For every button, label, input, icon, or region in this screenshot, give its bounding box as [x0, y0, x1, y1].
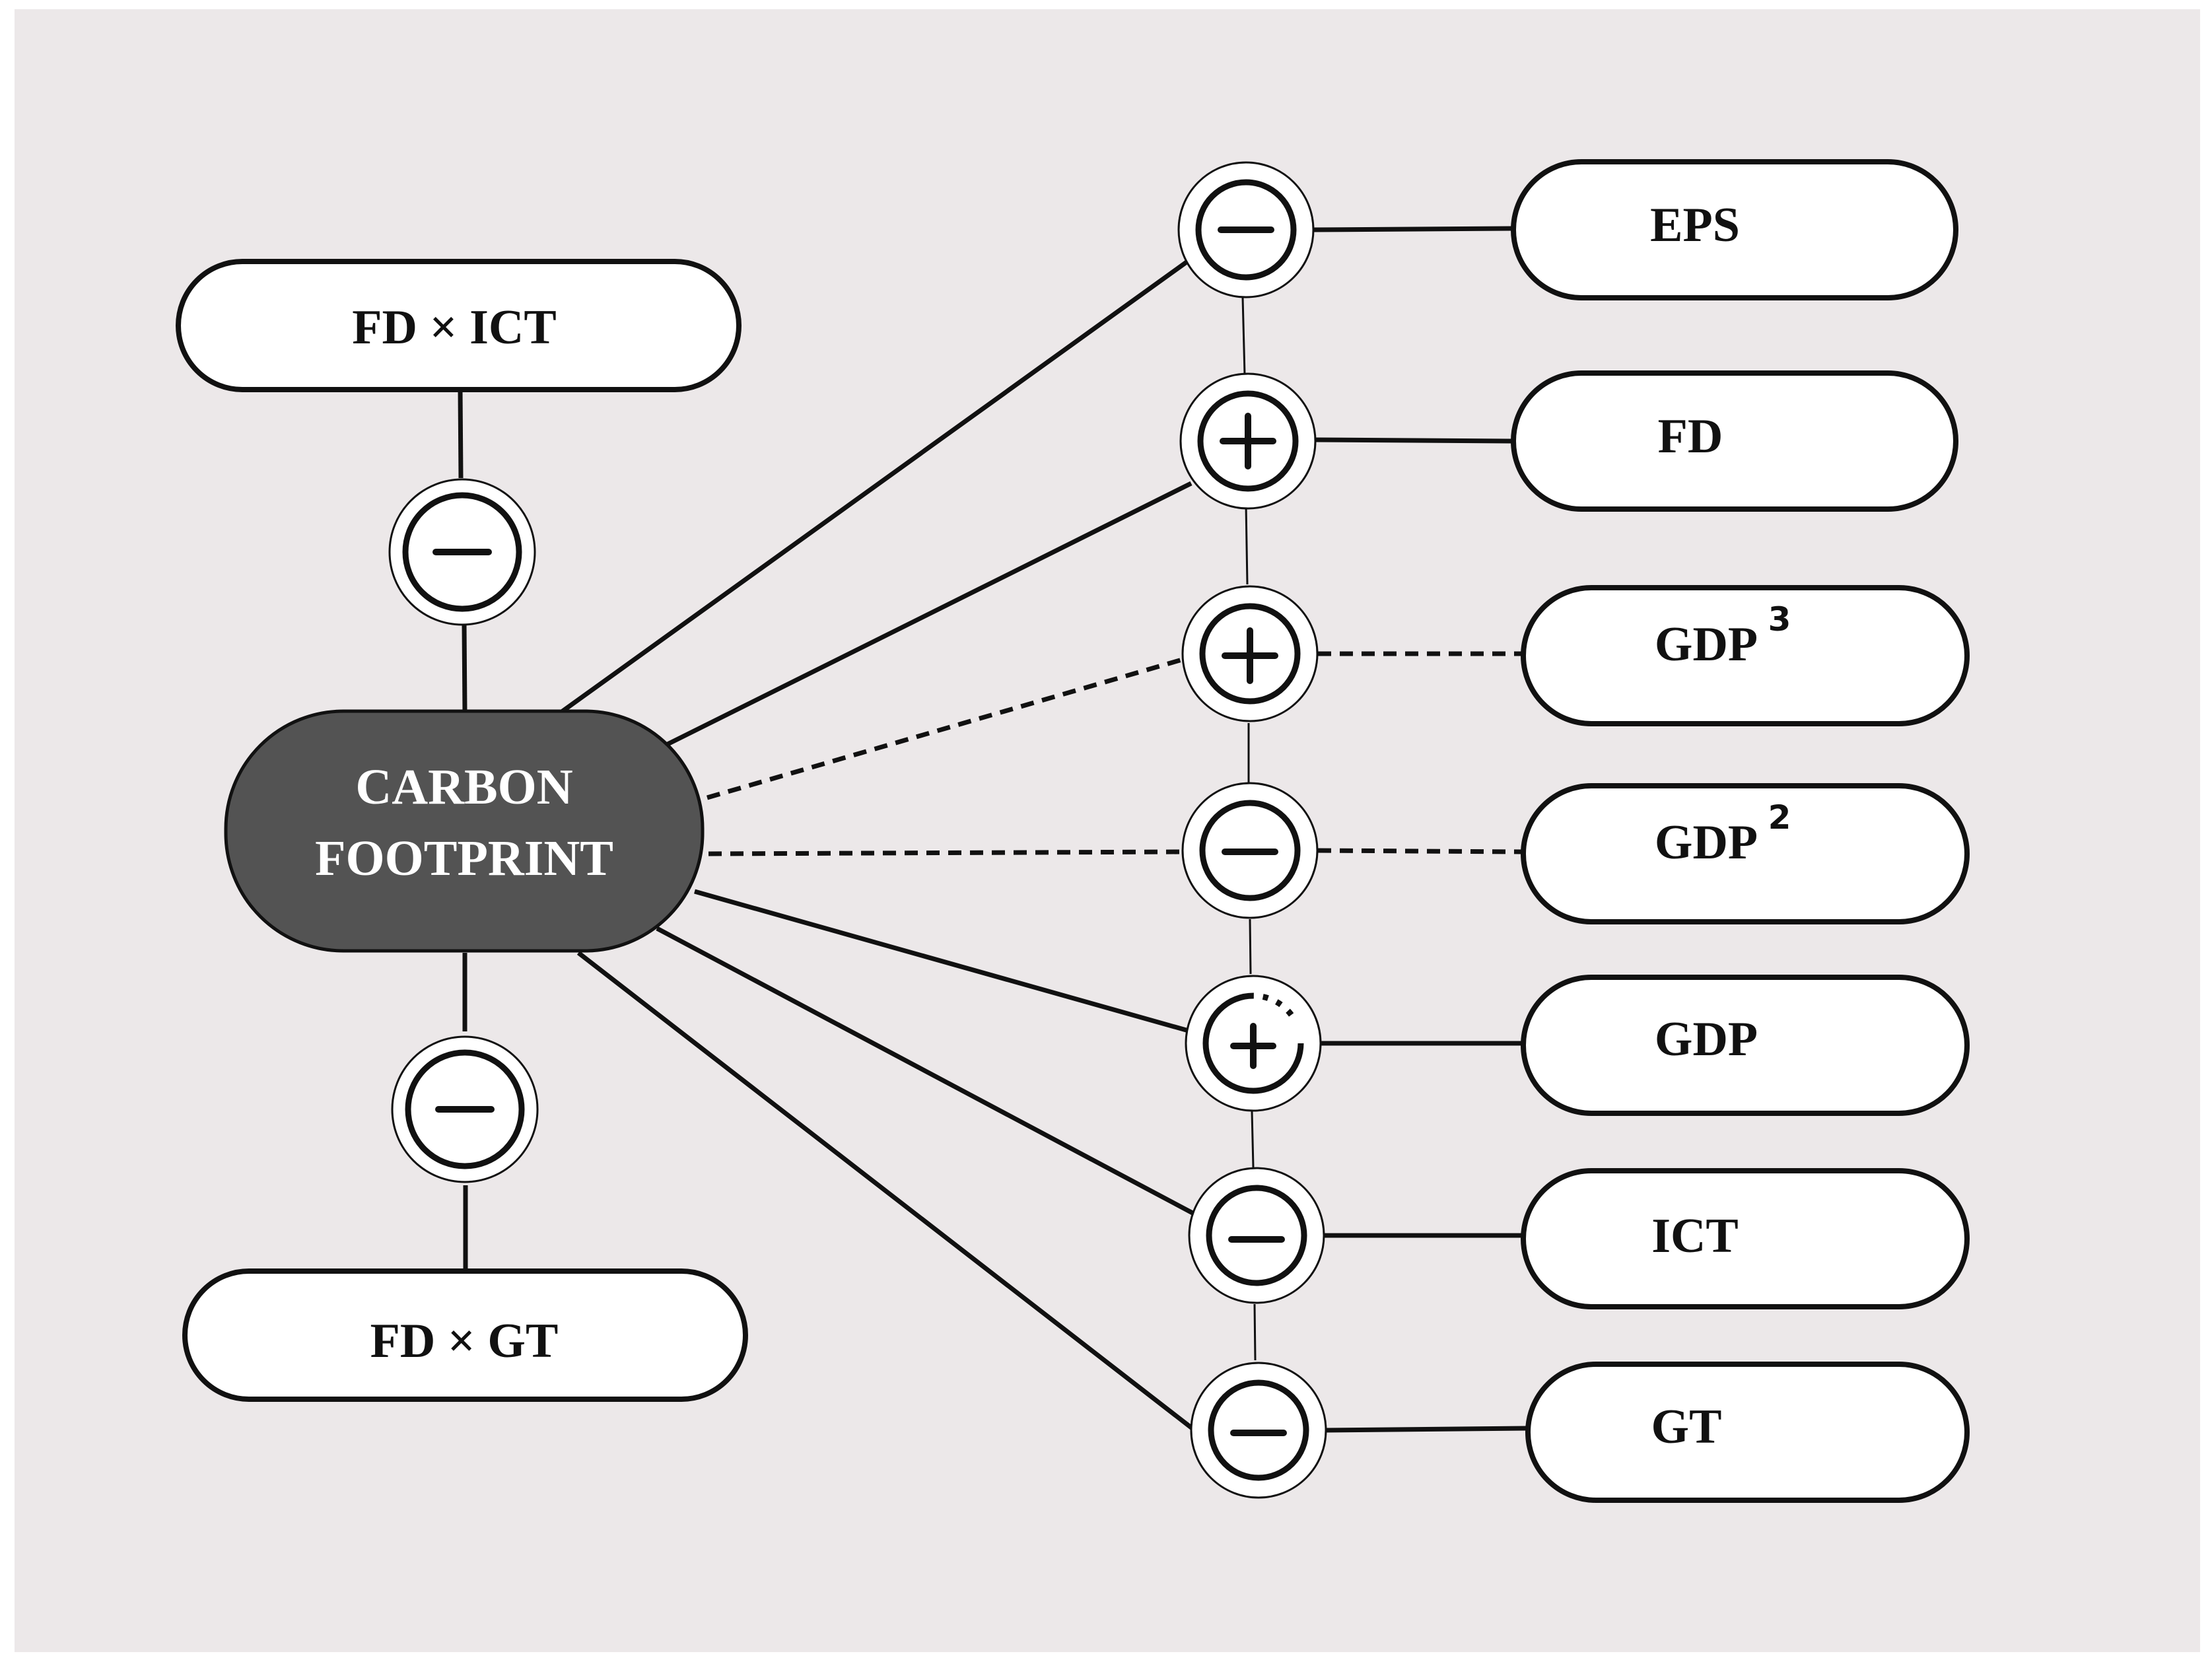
link-center-ict	[656, 926, 1195, 1216]
node-fd-x-ict-label: FD × ICT	[352, 300, 556, 355]
node-eps: EPS	[1511, 159, 1958, 300]
node-gdp-squared: GDP 2	[1521, 783, 1970, 924]
link-center-fd	[662, 481, 1192, 749]
link-sign-eps	[1311, 226, 1513, 232]
center-node: CARBON FOOTPRINT	[224, 709, 705, 953]
node-ict: ICT	[1521, 1168, 1970, 1309]
link-center-gt	[576, 951, 1196, 1432]
chain-gdp-ict	[1251, 1111, 1255, 1168]
link-sign-gt	[1324, 1426, 1527, 1433]
node-fd: FD	[1511, 370, 1958, 512]
node-ict-label: ICT	[1651, 1209, 1739, 1263]
node-gt: GT	[1525, 1362, 1970, 1503]
link-center-eps	[556, 258, 1191, 716]
minus-circle-icon	[1177, 161, 1315, 298]
node-fd-x-gt-shape	[182, 1268, 748, 1402]
node-ict-shape	[1521, 1168, 1970, 1309]
node-gdp-cubed: GDP 3	[1521, 585, 1970, 726]
plus-circle-icon	[1181, 585, 1319, 722]
chain-gdp2-gdp	[1249, 919, 1252, 975]
link-sign-gdp2	[1317, 848, 1523, 854]
node-fd-x-ict: FD × ICT	[176, 259, 742, 392]
links-layer	[458, 226, 1527, 1433]
node-eps-label: EPS	[1650, 198, 1740, 252]
minus-circle-icon	[388, 478, 536, 626]
link-fdict-top	[458, 389, 464, 479]
node-gdp-cubed-label: GDP	[1655, 617, 1758, 672]
minus-circle-icon	[1190, 1362, 1327, 1499]
node-gdp: GDP	[1521, 975, 1970, 1116]
node-fd-x-ict-shape	[176, 259, 742, 392]
chain-eps-fd	[1241, 296, 1246, 375]
minus-circle-icon	[1181, 782, 1319, 919]
plus-circle-icon	[1179, 372, 1317, 510]
link-fdict-bottom	[462, 623, 467, 714]
node-gdp-shape	[1521, 975, 1970, 1116]
node-gdp-label: GDP	[1655, 1012, 1758, 1066]
node-gdp-squared-label: GDP	[1655, 815, 1758, 870]
center-node-line2: FOOTPRINT	[315, 831, 613, 886]
node-fd-x-gt: FD × GT	[182, 1268, 748, 1402]
node-gdp-squared-sup: 2	[1768, 798, 1791, 837]
node-fd-label: FD	[1658, 409, 1723, 464]
node-gdp-cubed-shape	[1521, 585, 1970, 726]
link-center-gdp2	[708, 849, 1185, 856]
link-sign-fd	[1311, 437, 1513, 444]
node-fd-shape	[1511, 370, 1958, 512]
node-fd-x-gt-label: FD × GT	[370, 1314, 559, 1368]
center-node-shape	[224, 709, 705, 953]
link-center-gdp3	[707, 656, 1187, 800]
plus-circle-icon	[1185, 975, 1322, 1112]
link-center-gdp	[694, 889, 1189, 1033]
node-gt-shape	[1525, 1362, 1970, 1503]
node-gdp-squared-shape	[1521, 783, 1970, 924]
minus-circle-icon	[1188, 1167, 1325, 1304]
chain-fd-gdp3	[1245, 504, 1249, 585]
node-gdp-cubed-sup: 3	[1768, 600, 1791, 639]
node-eps-shape	[1511, 159, 1958, 300]
minus-circle-icon	[391, 1035, 539, 1183]
center-node-line1: CARBON	[355, 759, 572, 815]
node-gt-label: GT	[1651, 1400, 1722, 1454]
